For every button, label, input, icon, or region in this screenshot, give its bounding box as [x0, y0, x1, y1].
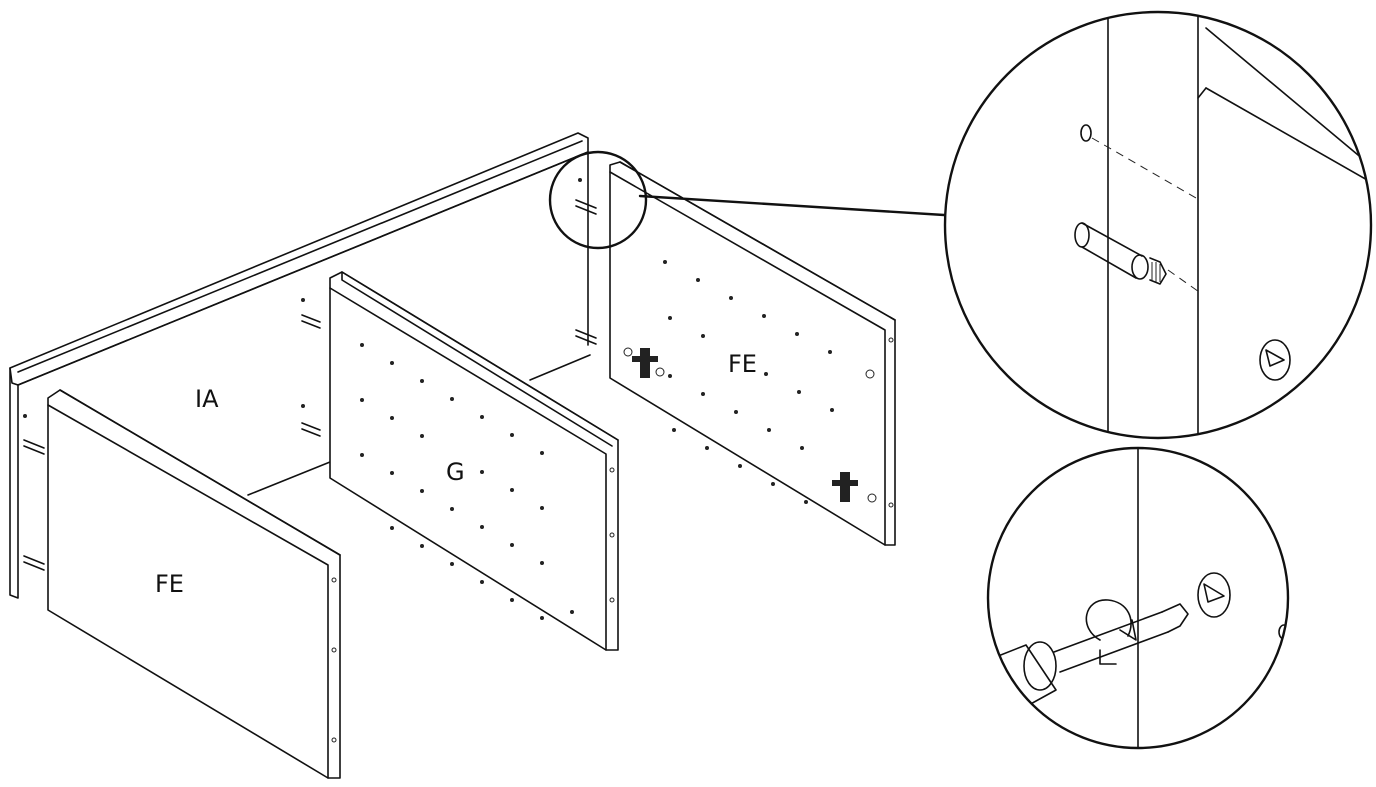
dowel	[23, 439, 45, 455]
dowel	[301, 422, 321, 437]
callout-circle	[548, 150, 648, 250]
detail-dowel-insertion	[943, 10, 1373, 440]
hole-grid	[663, 260, 834, 504]
left-side-label: FE	[155, 570, 184, 598]
dowel-pin	[1074, 222, 1167, 285]
hole-grid	[360, 343, 574, 620]
rotation-arrow	[1085, 599, 1137, 665]
dowel	[23, 555, 45, 571]
shelf-label: G	[446, 458, 465, 486]
back-panel	[9, 132, 591, 599]
cam-lock-icon	[1197, 572, 1231, 618]
right-side-panel: FE	[609, 161, 896, 546]
cam-lock-fitting	[623, 347, 665, 378]
shelf-panel: G	[329, 271, 619, 651]
dowels	[23, 178, 597, 571]
back-panel-label: IA	[195, 385, 219, 413]
right-side-label: FE	[728, 350, 757, 378]
detail-circle-bottom	[986, 446, 1290, 750]
screwdriver	[988, 603, 1189, 713]
dowel	[575, 329, 597, 345]
dowel	[575, 199, 597, 215]
left-side-panel: FE	[47, 389, 341, 779]
cam-lock-icon	[1259, 339, 1291, 381]
detail-callout	[548, 150, 946, 250]
detail-cam-tightening	[986, 446, 1290, 750]
cam-lock-fitting	[832, 369, 877, 503]
callout-leader-line	[638, 194, 946, 217]
detail-circle-top	[943, 10, 1373, 440]
dowel	[301, 314, 321, 329]
